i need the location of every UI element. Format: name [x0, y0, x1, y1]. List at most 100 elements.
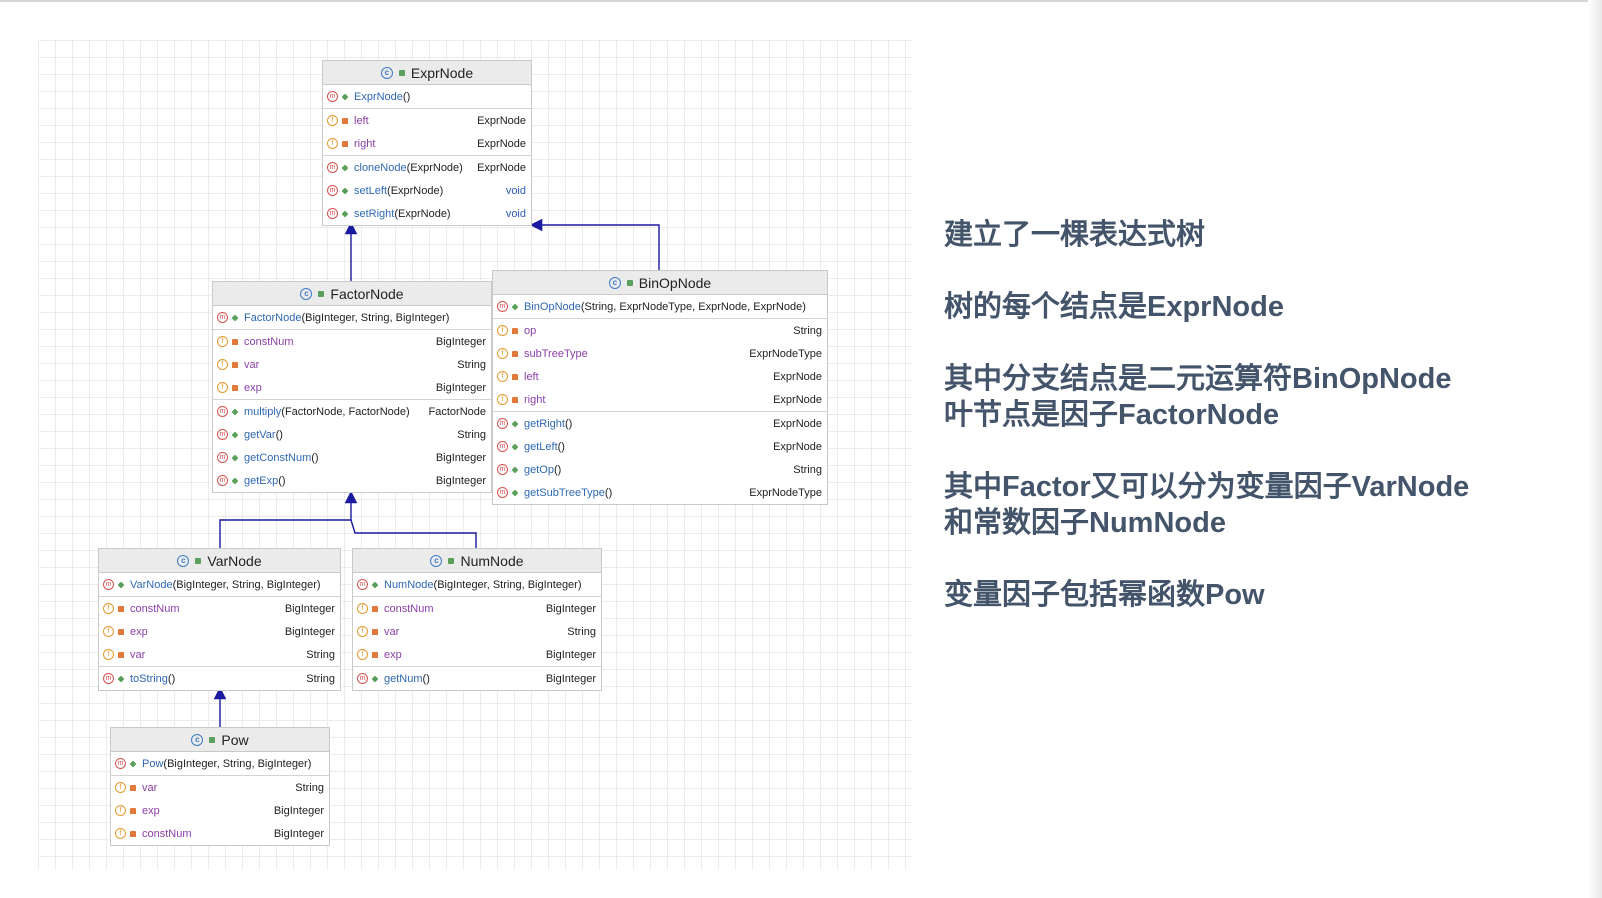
method-icon: m	[357, 579, 368, 590]
member-name: exp	[384, 648, 402, 661]
class-name: BinOpNode	[638, 274, 712, 291]
member-name: ExprNode	[354, 90, 403, 103]
member-params: (ExprNode)	[406, 161, 463, 174]
private-lock-icon	[512, 327, 518, 334]
member-signature: multiply(FactorNode, FactorNode)	[244, 406, 421, 418]
member-type: BigInteger	[435, 474, 486, 487]
member-params: ()	[275, 428, 283, 441]
field-icon: f	[103, 649, 114, 660]
field-icon: f	[217, 336, 228, 347]
member-signature: op	[524, 325, 785, 337]
method-icon: m	[217, 406, 228, 417]
member-signature: getSubTreeType()	[524, 487, 741, 499]
member-signature: setLeft(ExprNode)	[354, 185, 498, 197]
member-signature: getExp()	[244, 475, 428, 487]
member-name: Pow	[142, 757, 164, 770]
member-name: NumNode	[384, 578, 434, 591]
private-lock-icon	[232, 361, 238, 368]
member-signature: getLeft()	[524, 441, 765, 453]
member-name: getExp	[244, 474, 279, 487]
member-type: void	[505, 184, 526, 197]
member-name: left	[354, 114, 369, 127]
method-icon: m	[327, 91, 338, 102]
member-type: ExprNode	[477, 137, 526, 150]
member-type: String	[457, 358, 486, 371]
field-icon: f	[103, 626, 114, 637]
member-type: BigInteger	[545, 602, 596, 615]
member-params: ()	[422, 672, 430, 685]
private-lock-icon	[372, 605, 378, 612]
method-icon: m	[115, 758, 126, 769]
member-signature: constNum	[244, 336, 428, 348]
member-signature: right	[524, 394, 765, 406]
public-icon	[448, 557, 455, 564]
member-params: (BigInteger, String, BigInteger)	[163, 757, 312, 770]
member-params: (BigInteger, String, BigInteger)	[301, 311, 450, 324]
class-name: VarNode	[207, 552, 262, 569]
member-signature: left	[354, 115, 469, 127]
member-name: left	[524, 370, 539, 383]
public-icon	[511, 420, 519, 427]
member-name: getConstNum	[244, 451, 312, 464]
member-name: constNum	[244, 335, 294, 348]
public-icon	[117, 581, 125, 588]
method-row[interactable]: m Pow(BigInteger, String, BigInteger)	[111, 752, 329, 775]
method-icon: m	[497, 464, 508, 475]
text-line-1: 建立了一棵表达式树	[944, 219, 1206, 251]
member-params: (ExprNode)	[394, 207, 451, 220]
public-icon	[129, 760, 137, 767]
member-type: String	[306, 672, 335, 685]
member-type: BigInteger	[435, 381, 486, 394]
private-lock-icon	[342, 140, 348, 147]
member-signature: BinOpNode(String, ExprNodeType, ExprNode…	[524, 301, 822, 313]
member-type: ExprNode	[477, 114, 526, 127]
